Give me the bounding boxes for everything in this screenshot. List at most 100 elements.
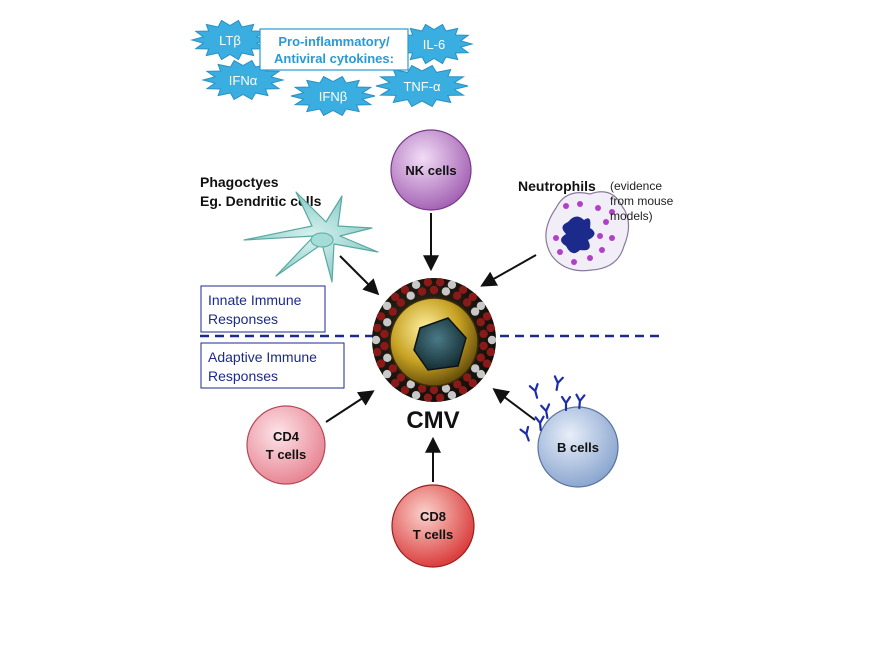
virus-spike [380, 329, 389, 339]
neutrophils-note-line3: models) [610, 209, 653, 223]
virus-spike [487, 335, 497, 345]
cmv-label: CMV [406, 407, 459, 434]
virus-spike [423, 393, 433, 402]
virus-spike [476, 318, 485, 327]
neutrophil-granule [553, 235, 559, 241]
cytokine-header-line2: Antiviral cytokines: [274, 51, 394, 66]
virus-glycoprotein-spikes [371, 278, 497, 402]
b-cell-label: B cells [557, 440, 599, 455]
phagocytes-label-line2: Eg. Dendritic cells [200, 193, 322, 209]
virus-spike [400, 285, 410, 294]
virus-spike [376, 359, 386, 368]
antibody-icon [575, 393, 586, 410]
arrow-cd4-to-cmv [325, 390, 375, 423]
antibody-icon [519, 425, 530, 442]
virus-spike [371, 335, 381, 345]
virus-spike [476, 369, 486, 379]
virus-spike [479, 329, 488, 339]
dendritic-cell [243, 191, 379, 283]
neutrophil-granule [603, 219, 609, 225]
virus-spike [382, 369, 392, 379]
innate-box: Innate Immune Responses [200, 285, 326, 333]
virus-spike [468, 292, 477, 302]
cytokine-cluster: LTβ IL-6 IFNα IFNβ TNF-α Pro-inflammator… [190, 19, 474, 117]
cytokine-label-ifnb: IFNβ [319, 89, 347, 104]
neutrophil-granule [577, 201, 583, 207]
virus-spike [373, 323, 382, 333]
cytokine-label-ltb: LTβ [219, 33, 241, 48]
virus-spike [396, 298, 405, 307]
antibodies [519, 375, 586, 442]
virus-spike [435, 278, 445, 287]
neutrophils-note-line2: from mouse [610, 194, 674, 208]
virus-spike [482, 359, 492, 368]
antibody-icon [540, 403, 551, 419]
virus-spike [479, 341, 488, 351]
cytokine-star-ltb: LTβ [190, 19, 270, 61]
virus-spike [453, 291, 462, 300]
cytokine-header-box [259, 28, 409, 71]
cd4-label-line1: CD4 [273, 429, 300, 444]
neutrophil-granule [609, 209, 615, 215]
cytokine-label-ifna: IFNα [229, 73, 258, 88]
virus-spike [417, 287, 427, 296]
neutrophil-granule [609, 235, 615, 241]
cytokine-header-line1: Pro-inflammatory/ [278, 34, 390, 49]
nk-cell-label: NK cells [405, 163, 456, 178]
cytokine-star-ifnb: IFNβ [290, 75, 376, 117]
arrow-bcell-to-cmv [492, 388, 536, 421]
virus-spike [476, 353, 485, 362]
virus-spike [429, 385, 439, 395]
virus-spike [396, 373, 406, 382]
cd8-t-cell: CD8 T cells [391, 484, 475, 568]
virus-spike [383, 318, 392, 327]
virus-spike [406, 291, 415, 300]
virus-spike [388, 364, 398, 373]
virus-spike [486, 323, 495, 333]
cytokine-star-il6: IL-6 [394, 23, 474, 65]
virus-spike [453, 380, 462, 389]
b-cell: B cells [537, 406, 619, 488]
virus-spike [441, 384, 451, 393]
virus-spike [476, 301, 486, 311]
cytokine-label-il6: IL-6 [423, 37, 445, 52]
neutrophil-granule [557, 249, 563, 255]
adaptive-box: Adaptive Immune Responses [200, 342, 345, 389]
virus-spike [388, 307, 397, 316]
arrow-phagocyte-to-cmv [339, 255, 380, 296]
virus-spike [458, 386, 468, 395]
virus-spike [458, 285, 468, 294]
neutrophil-granule [563, 203, 569, 209]
virus-spike [406, 380, 415, 389]
cd4-label-line2: T cells [266, 447, 306, 462]
virus-spike [373, 347, 382, 357]
virus-spike [468, 378, 477, 388]
virus-spike [417, 384, 427, 393]
antibody-icon [534, 415, 545, 432]
cytokine-label-tnfa: TNF-α [403, 79, 441, 94]
virus-spike [383, 353, 392, 362]
neutrophil-granule [597, 233, 603, 239]
virus-spike [447, 280, 457, 289]
virus-spike [391, 292, 400, 302]
antibody-icon [560, 395, 572, 412]
virus-spike [441, 287, 451, 296]
neutrophil-granule [571, 259, 577, 265]
virus-spike [380, 341, 389, 351]
virus-spike [482, 312, 492, 321]
neutrophil-granule [599, 247, 605, 253]
virus-spike [435, 393, 445, 402]
virus-spike [429, 285, 439, 295]
cmv-virus [371, 278, 497, 402]
virus-spike [463, 373, 472, 382]
virus-spike [423, 278, 433, 287]
nk-cell: NK cells [390, 129, 472, 211]
phagocytes-label-line1: Phagoctyes [200, 174, 279, 190]
innate-label-line1: Innate Immune [208, 292, 302, 308]
antibody-icon [528, 383, 539, 399]
neutrophil-granules [553, 201, 615, 265]
arrow-neutrophil-to-cmv [480, 254, 537, 287]
neutrophil-granule [587, 255, 593, 261]
